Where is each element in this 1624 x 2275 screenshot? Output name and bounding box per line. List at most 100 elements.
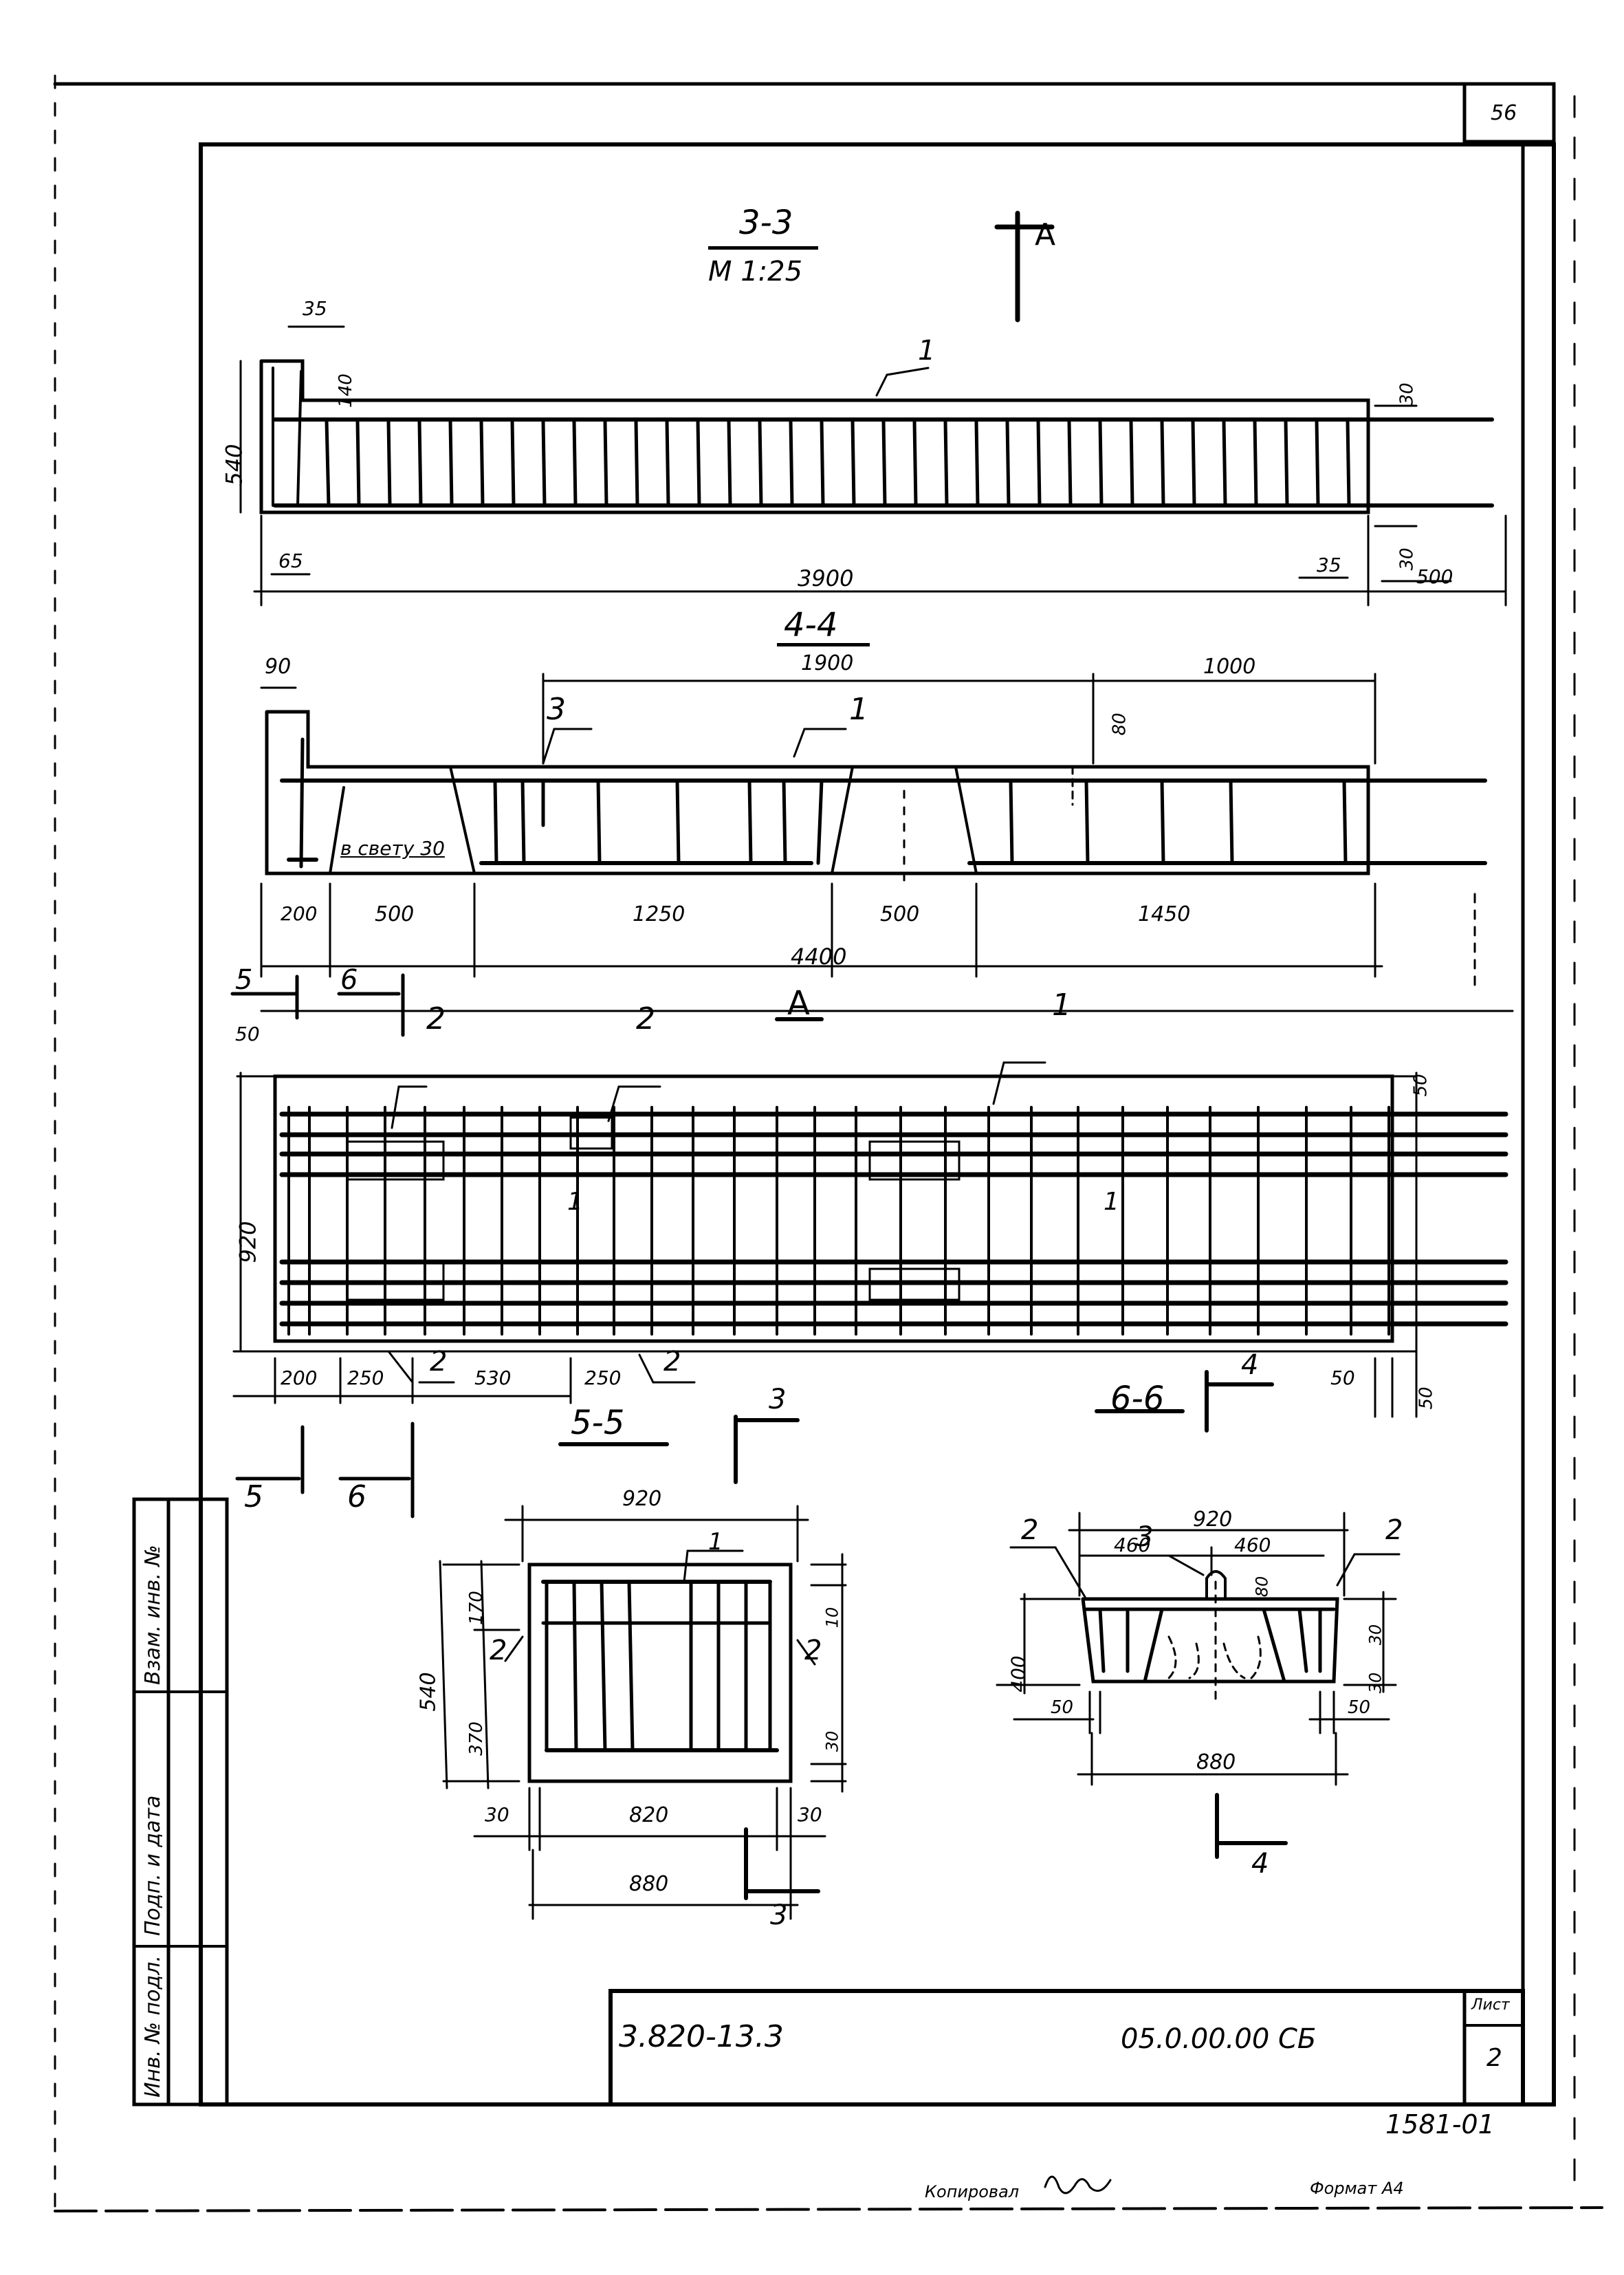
sheet-label: Лист	[1471, 1996, 1510, 2014]
dim-30-s55-right: 30	[822, 1730, 842, 1752]
cut-6-top: 6	[340, 964, 358, 996]
dim-1250: 1250	[633, 902, 685, 926]
section-5-5-callout-2-right: 2	[804, 1635, 822, 1666]
section-4-4-drawing	[260, 673, 1514, 1012]
dim-920: 920	[234, 1221, 261, 1263]
dim-880-s55: 880	[629, 1872, 669, 1896]
copied-label: Копировал	[925, 2182, 1020, 2201]
dim-30-s55-left: 30	[485, 1803, 509, 1826]
dim-170: 170	[465, 1591, 487, 1625]
section-5-5-title: 5-5	[571, 1404, 625, 1442]
dim-370: 370	[465, 1721, 487, 1756]
cut-marker-5: 5	[244, 1479, 263, 1514]
section-5-5-callout-2-left: 2	[490, 1635, 507, 1666]
section-3-3-scale: М 1:25	[708, 256, 803, 287]
archive-number: 1581-01	[1385, 2109, 1495, 2140]
dim-80-s66: 80	[1252, 1576, 1272, 1598]
section-6-6-marker-bottom: 4	[1251, 1848, 1269, 1880]
dim-200: 200	[281, 902, 318, 925]
view-a-callout-2d: 2	[663, 1346, 681, 1378]
doc-series: 3.820-13.3	[619, 2019, 784, 2054]
section-6-6-callout-3: 3	[1136, 1521, 1154, 1553]
format-label: Формат А4	[1310, 2179, 1404, 2198]
sheet-number: 2	[1486, 2044, 1502, 2072]
section-6-6-title: 6-6	[1110, 1380, 1165, 1418]
dim-35: 35	[303, 297, 327, 320]
dim-540-s55: 540	[416, 1672, 441, 1712]
dim-50-right-top: 50	[1410, 1074, 1431, 1097]
dim-50-s66-left: 50	[1051, 1697, 1074, 1718]
section-4-4-underline	[777, 643, 870, 646]
dim-50-right: 50	[1330, 1367, 1355, 1389]
section-6-6-drawing	[996, 1370, 1401, 1859]
section-6-6-marker-top: 4	[1241, 1349, 1259, 1381]
dim-35-right: 35	[1317, 554, 1341, 576]
dim-90: 90	[265, 655, 292, 679]
stamp-replace-inv: Взам. инв. №	[141, 1545, 165, 1685]
sheet-bottom-edge	[54, 2206, 1603, 2212]
view-a-marker: А	[1035, 217, 1056, 252]
section-6-6-callout-2-right: 2	[1385, 1514, 1403, 1546]
dim-200-plan: 200	[281, 1367, 318, 1389]
view-a-drawing	[230, 973, 1508, 1519]
stamp-column	[132, 1497, 229, 2107]
dim-500-a: 500	[375, 902, 415, 926]
stamp-inv-orig: Инв. № подл.	[141, 1955, 165, 2098]
page-number-box	[1462, 82, 1556, 144]
clear-gap-note: в свету 30	[340, 837, 445, 860]
dim-3900: 3900	[798, 565, 854, 591]
dim-920-s55: 920	[622, 1487, 662, 1511]
dim-140: 140	[335, 373, 356, 408]
dim-65: 65	[278, 549, 303, 572]
dim-820: 820	[629, 1803, 669, 1827]
dim-50-right-bottom: 50	[1416, 1386, 1437, 1410]
section-3-3-title-underline	[708, 246, 818, 250]
section-4-4-title: 4-4	[784, 606, 838, 644]
dim-30-s66-b: 30	[1365, 1672, 1385, 1694]
view-a-mark-1a: 1	[567, 1188, 583, 1216]
page-number: 56	[1491, 101, 1517, 125]
section-5-5-drawing	[439, 1415, 847, 1920]
dim-250-b: 250	[584, 1367, 622, 1389]
view-a-title: А	[787, 984, 810, 1023]
dim-250-a: 250	[347, 1367, 384, 1389]
section-5-5-marker-bottom: 3	[770, 1900, 788, 1931]
doc-code: 05.0.00.00 СБ	[1121, 2023, 1317, 2055]
section-3-3-callout-1: 1	[918, 335, 936, 367]
dim-880-s66: 880	[1196, 1750, 1236, 1774]
view-a-callout-1: 1	[1052, 988, 1071, 1023]
dim-30-bottom: 30	[1396, 547, 1418, 571]
dim-500: 500	[1416, 565, 1453, 588]
dim-10: 10	[822, 1607, 842, 1629]
section-5-5-marker-top: 3	[769, 1384, 787, 1415]
dim-80: 80	[1109, 712, 1130, 736]
dim-30-top: 30	[1396, 382, 1418, 406]
stamp-sign-date: Подп. и дата	[141, 1795, 165, 1936]
dim-30-s66-a: 30	[1365, 1624, 1385, 1646]
dim-460-b: 460	[1234, 1534, 1271, 1556]
dim-50-top: 50	[235, 1023, 260, 1045]
dim-50-s66-right: 50	[1348, 1697, 1371, 1718]
dim-530: 530	[474, 1367, 512, 1389]
section-3-3-title: 3-3	[739, 204, 793, 242]
dim-400: 400	[1007, 1655, 1030, 1692]
section-5-5-callout-1: 1	[708, 1528, 723, 1556]
cut-5-top: 5	[235, 964, 253, 996]
view-a-callout-2b: 2	[636, 1001, 655, 1036]
section-3-3-drawing	[239, 210, 1507, 607]
view-a-callout-2a: 2	[426, 1001, 446, 1036]
cut-marker-6: 6	[347, 1479, 366, 1514]
section-6-6-callout-2-left: 2	[1021, 1514, 1039, 1546]
view-a-mark-1b: 1	[1104, 1188, 1119, 1216]
section-4-4-callout-1: 1	[849, 692, 868, 727]
dim-1900: 1900	[801, 651, 854, 675]
signature	[1044, 2175, 1112, 2195]
dim-1000: 1000	[1203, 655, 1256, 679]
dim-540: 540	[221, 444, 248, 486]
dim-1450: 1450	[1138, 902, 1191, 926]
section-4-4-callout-3: 3	[547, 692, 566, 727]
dim-500-b: 500	[880, 902, 920, 926]
dim-920-s66: 920	[1193, 1507, 1233, 1532]
dim-30-s55-right-bottom: 30	[798, 1803, 822, 1826]
